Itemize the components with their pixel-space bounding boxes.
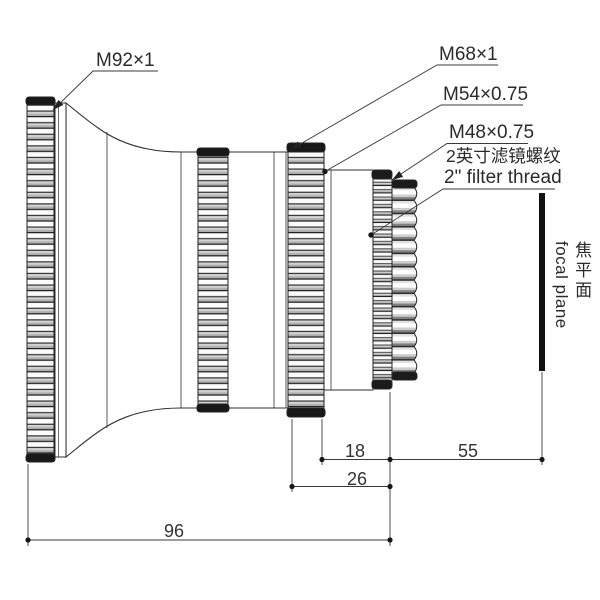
dimension-value-26: 26	[346, 469, 368, 489]
leader-lines	[52, 64, 555, 236]
leader-m92	[52, 70, 158, 111]
dimension-end-dots	[25, 456, 545, 543]
dimension-value-18: 18	[344, 441, 366, 461]
leader-filter	[370, 188, 555, 236]
focal-plane-label-en: focal plane	[552, 241, 572, 329]
knurled-ring-m48	[371, 169, 393, 390]
filter-thread-ring	[391, 179, 418, 381]
m48-thread-label: M48×0.75	[449, 122, 535, 143]
knurled-ring-m92	[25, 96, 56, 463]
main-body-bell	[65, 101, 291, 459]
front-cell	[54, 102, 67, 458]
m54-thread-label: M54×0.75	[443, 84, 529, 105]
focal-plane-label-zh: 焦平面	[572, 241, 592, 301]
m92-thread-label: M92×1	[96, 50, 155, 71]
knurled-ring-m68	[286, 142, 326, 418]
dimension-value-55: 55	[457, 441, 479, 461]
leader-m68	[289, 64, 498, 151]
rear-barrel-m54	[323, 169, 374, 391]
leader-m54	[324, 104, 523, 172]
m68-thread-label: M68×1	[439, 44, 498, 65]
filter-thread-label-en: 2" filter thread	[444, 167, 562, 188]
leader-m48	[391, 143, 528, 181]
dimension-lines	[28, 459, 542, 541]
leader-end-dots	[322, 168, 374, 238]
focal-plane-bar	[539, 193, 545, 371]
extension-lines	[27, 372, 543, 546]
focal-plane-label: 焦平面 focal plane	[551, 241, 591, 371]
filter-thread-label-zh: 2英寸滤镜螺纹	[446, 146, 561, 166]
dimension-value-96: 96	[163, 521, 185, 541]
focus-ring	[196, 147, 230, 413]
